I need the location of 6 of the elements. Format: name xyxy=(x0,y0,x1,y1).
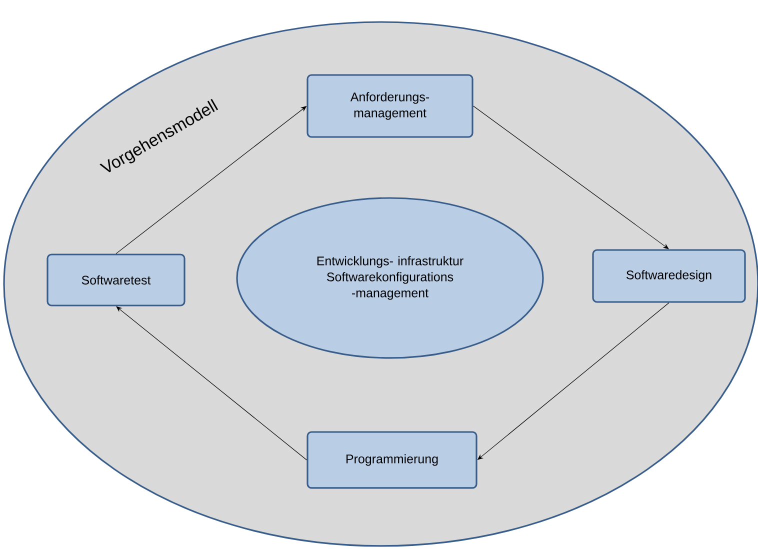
process-box: Softwaretest xyxy=(46,254,186,306)
arrow xyxy=(473,106,669,250)
process-box: Anforderungs- management xyxy=(306,74,474,138)
process-box: Softwaredesign xyxy=(592,249,746,303)
process-box: Programmierung xyxy=(306,431,478,489)
arrow xyxy=(116,306,307,460)
